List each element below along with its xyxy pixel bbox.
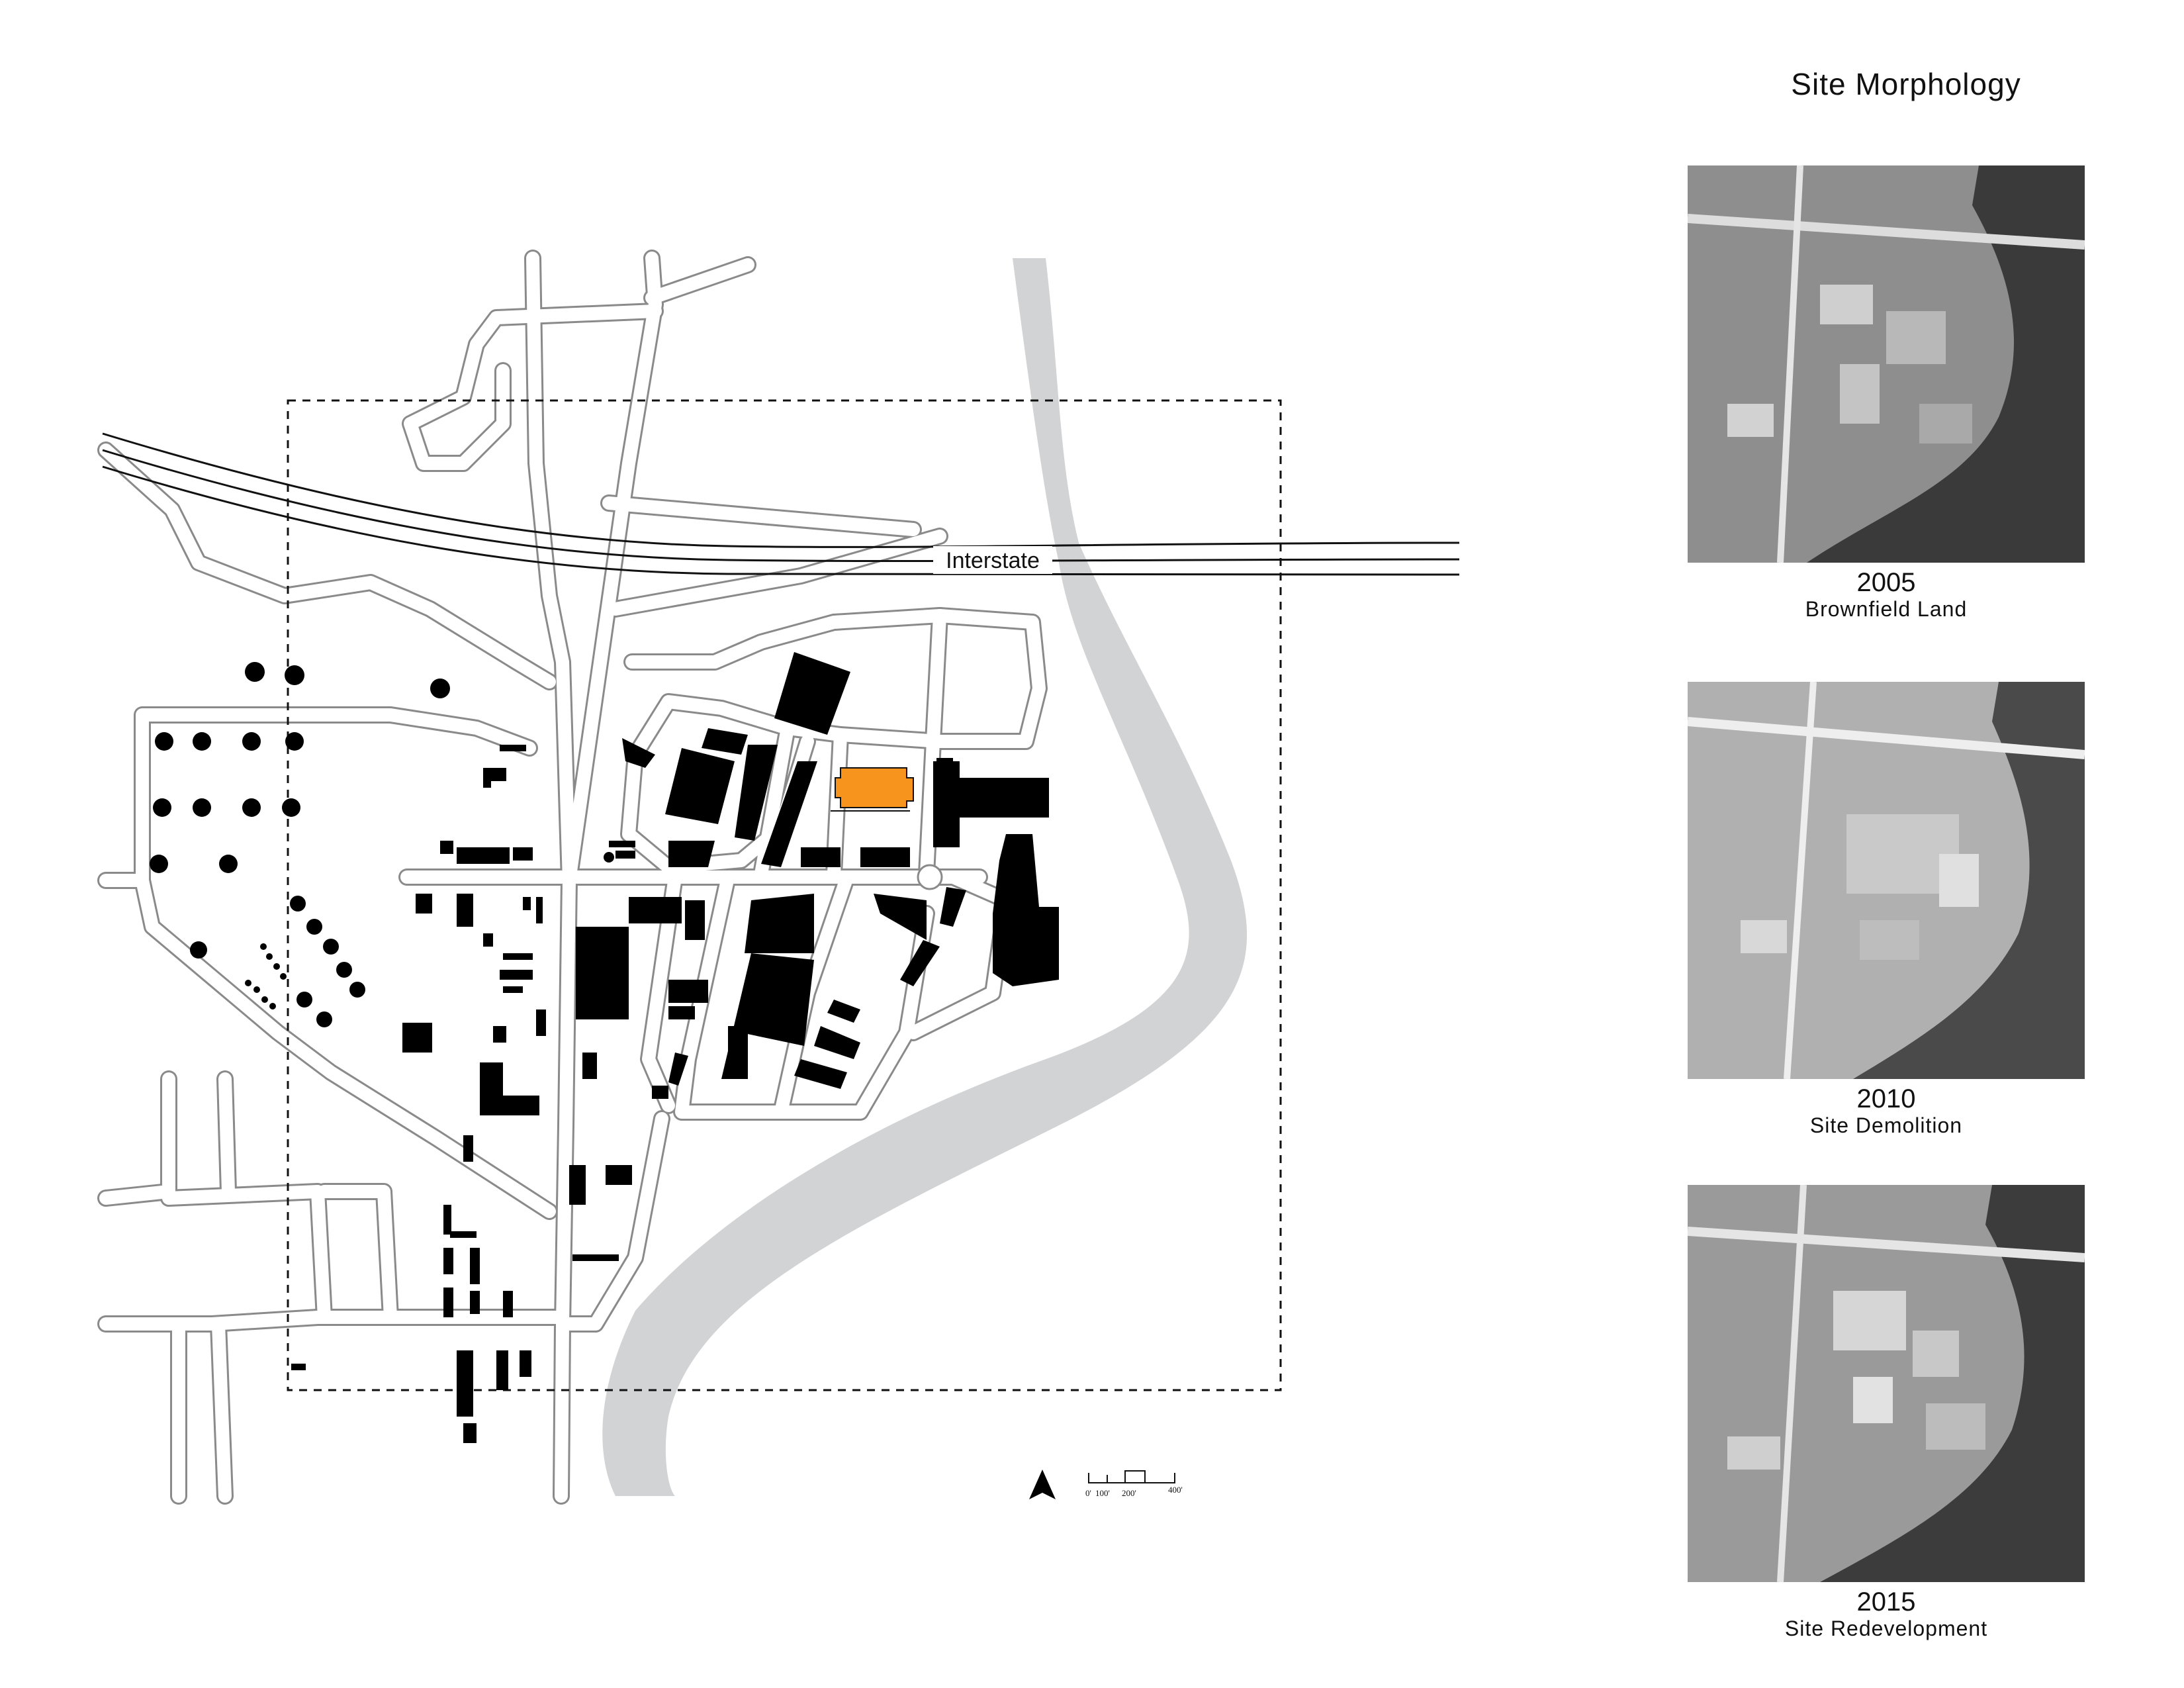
north-arrow-icon (1029, 1470, 1056, 1499)
interstate (102, 432, 1460, 577)
aerial-photo-2015 (1688, 1185, 2085, 1582)
page-title: Site Morphology (1791, 67, 2021, 101)
tree-dots (150, 662, 450, 1027)
scale-label-200: 200' (1122, 1488, 1136, 1498)
scale-label-0: 0' (1085, 1488, 1091, 1498)
scale-label-400: 400' (1168, 1485, 1183, 1495)
roundabout (917, 864, 943, 890)
aerial-photo-2010 (1688, 682, 2085, 1079)
timeline-panel-2005: 2005 Brownfield Land (1688, 165, 2085, 621)
highlighted-building (835, 767, 914, 808)
year-caption: Brownfield Land (1805, 597, 1968, 621)
year-caption: Site Demolition (1809, 1113, 1963, 1137)
year-caption: Site Redevelopment (1784, 1617, 1988, 1640)
scale-label-100: 100' (1095, 1488, 1110, 1498)
scale-bar (1088, 1470, 1175, 1483)
timeline-panel-2015: 2015 Site Redevelopment (1688, 1185, 2085, 1640)
river (602, 258, 1248, 1496)
building-footprints (291, 652, 1059, 1443)
study-boundary (287, 399, 1282, 1391)
interstate-label: Interstate (946, 548, 1040, 573)
year-label: 2005 (1856, 568, 1916, 597)
year-label: 2015 (1856, 1587, 1916, 1617)
site-map: Interstate (97, 250, 1460, 1505)
aerial-photo-2005 (1688, 165, 2085, 563)
timeline-panel-2010: 2010 Site Demolition (1688, 682, 2085, 1137)
year-label: 2010 (1856, 1084, 1916, 1113)
